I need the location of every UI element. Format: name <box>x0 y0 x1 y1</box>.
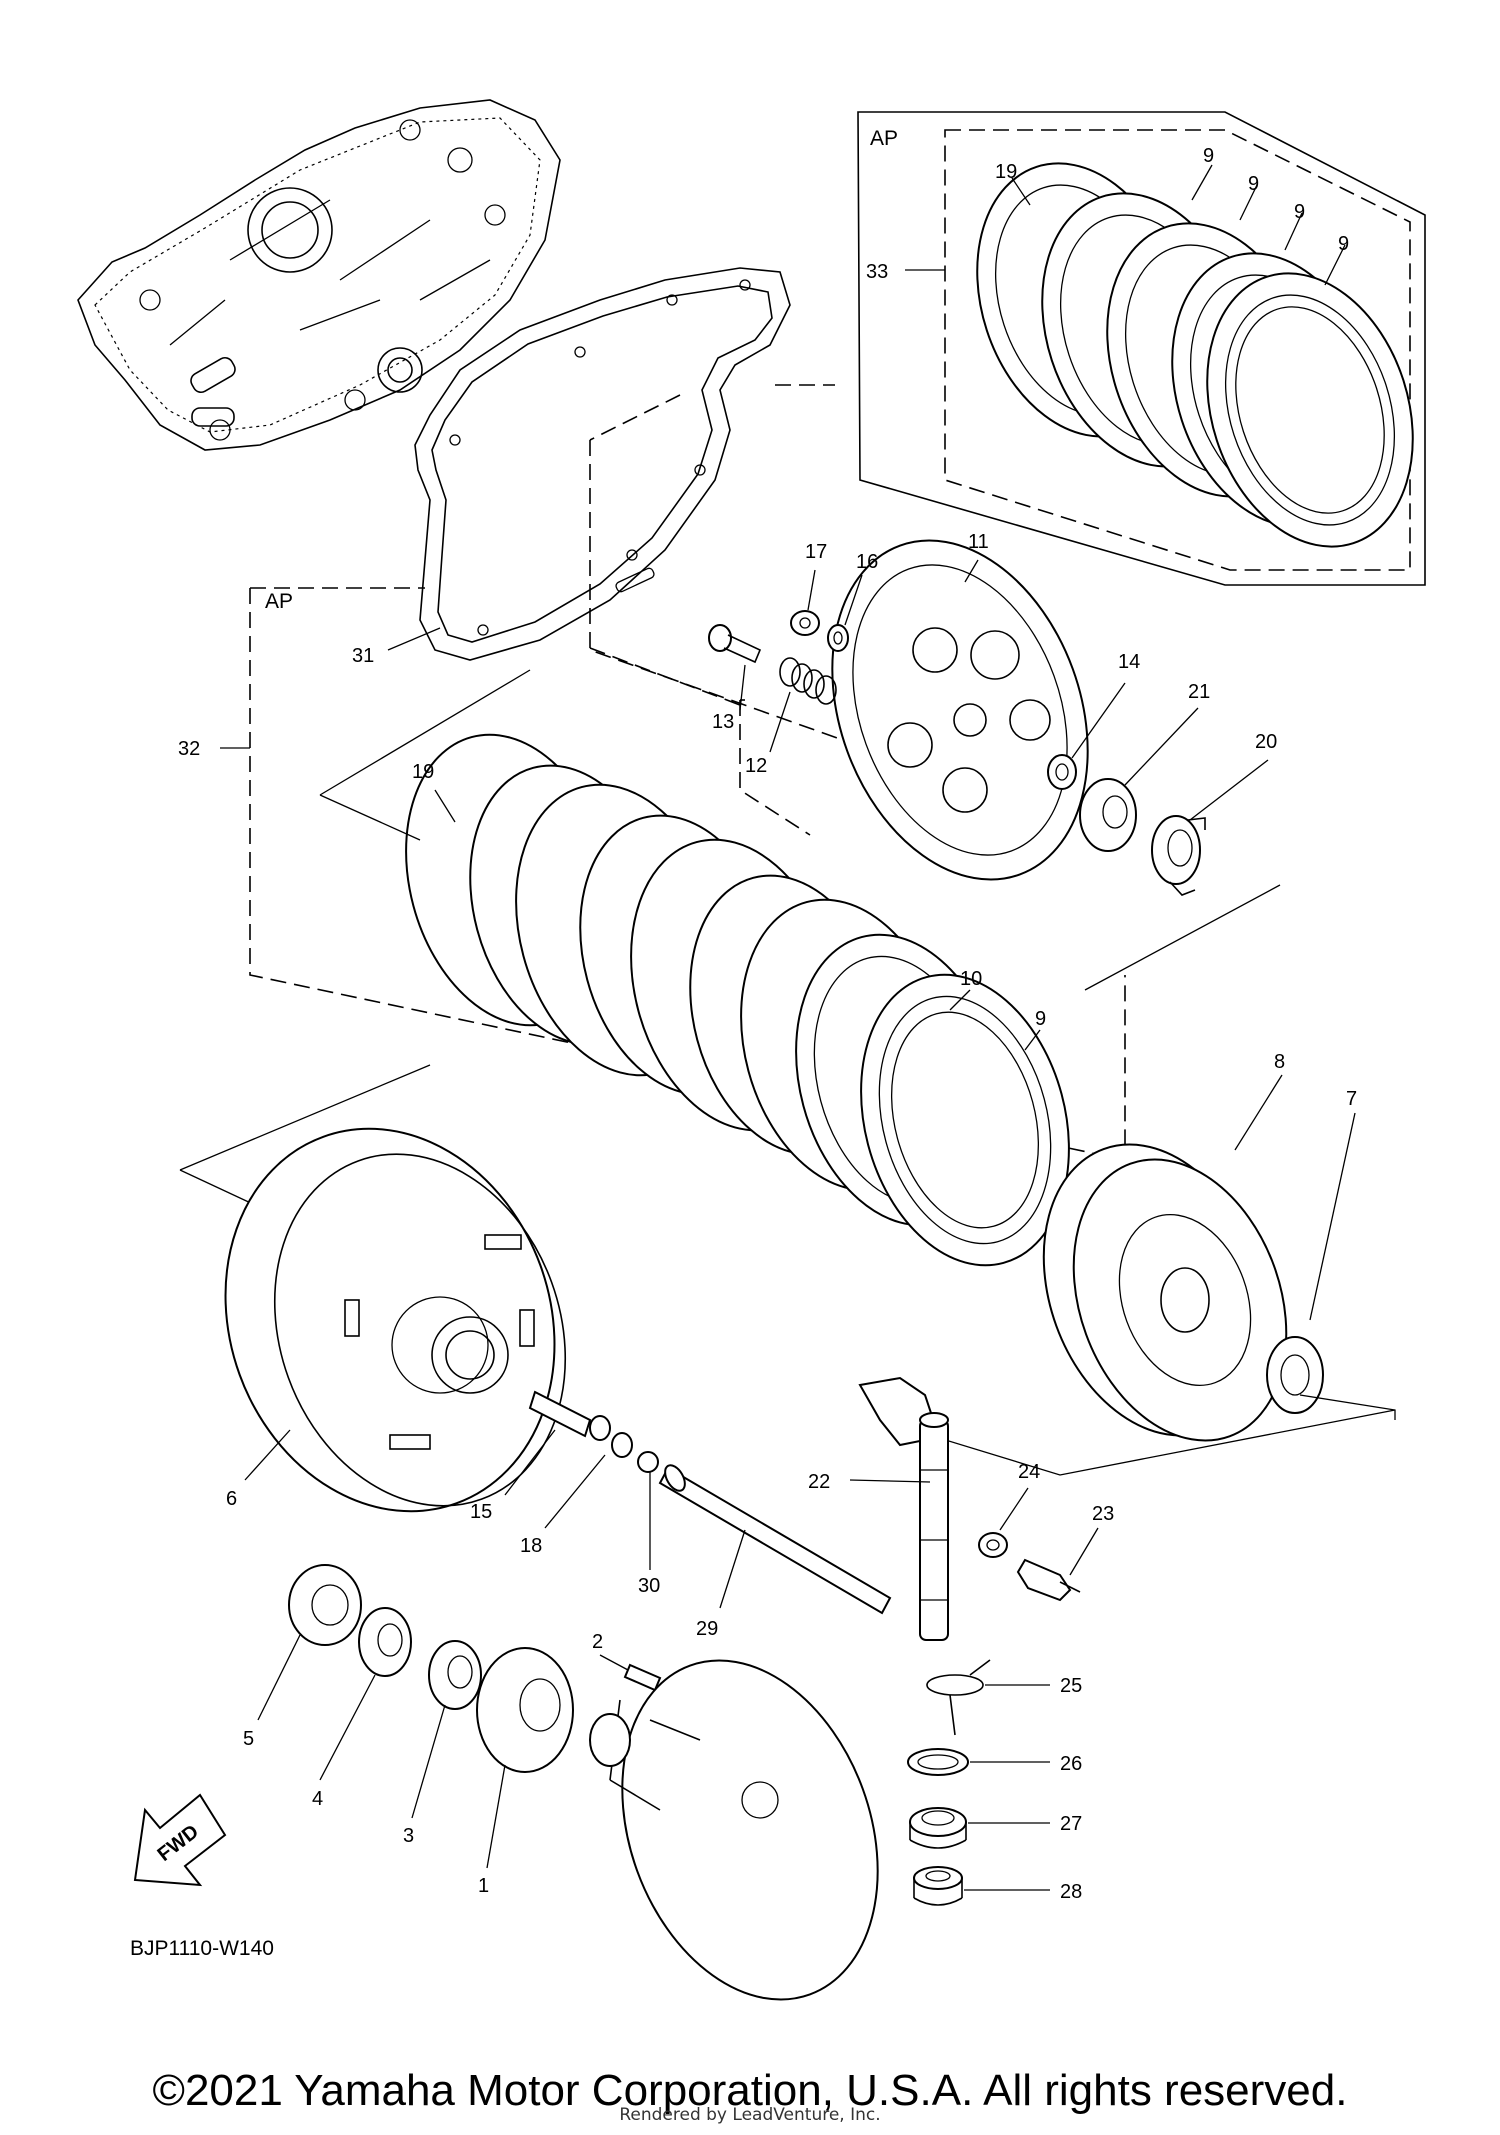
callout-4: 4 <box>312 1788 323 1810</box>
spring-25 <box>926 1659 991 1736</box>
push-lever-shaft <box>858 1376 949 1641</box>
copyright-notice: ©2021 Yamaha Motor Corporation, U.S.A. A… <box>152 2066 1348 2115</box>
ap-box-right <box>857 111 1426 586</box>
ap-tag-right: AP <box>870 127 898 150</box>
callout-7: 7 <box>1346 1088 1357 1110</box>
callout-5: 5 <box>243 1728 254 1750</box>
callout-11: 11 <box>968 531 989 553</box>
ap-box-left <box>249 384 1126 1161</box>
callout-28: 28 <box>1060 1881 1082 1903</box>
crankcase-cover <box>77 99 561 451</box>
callout-25: 25 <box>1060 1675 1082 1697</box>
fwd-arrow-icon: FWD <box>133 1793 227 1887</box>
callout-19b: 19 <box>995 161 1017 183</box>
key-2 <box>623 1663 662 1692</box>
callout-9d: 9 <box>1294 201 1305 223</box>
push-rod-15 <box>528 1390 611 1441</box>
callout-3: 3 <box>403 1825 414 1847</box>
ball-30 <box>637 1451 659 1473</box>
callout-1: 1 <box>478 1875 489 1897</box>
rendered-by-notice: Rendered by LeadVenture, Inc. <box>619 2105 881 2125</box>
callout-15: 15 <box>470 1501 492 1523</box>
callout-30: 30 <box>638 1575 660 1597</box>
callout-21: 21 <box>1188 681 1210 703</box>
callouts: 1 2 3 4 5 6 7 8 9 10 11 12 13 14 15 16 1… <box>178 127 1357 1903</box>
spring-bolt <box>708 624 762 664</box>
push-rod-29 <box>658 1464 892 1615</box>
callout-32: 32 <box>178 738 200 760</box>
plates-bracket <box>319 669 1281 991</box>
bolt-23 <box>1016 1558 1081 1602</box>
clutch-spring <box>779 657 837 705</box>
callout-33: 33 <box>866 261 888 283</box>
callout-9b: 9 <box>1203 145 1214 167</box>
cover-gasket <box>414 267 791 661</box>
ball-18 <box>611 1432 633 1458</box>
lock-washer-20 <box>1151 815 1206 896</box>
drawing-code: BJP1110-W140 <box>130 1937 274 1960</box>
circlip-7 <box>1266 1336 1396 1420</box>
callout-2: 2 <box>592 1631 603 1653</box>
clutch-housing <box>179 1064 567 1513</box>
callout-18: 18 <box>520 1535 542 1557</box>
callout-14: 14 <box>1118 651 1140 673</box>
callout-8: 8 <box>1274 1051 1285 1073</box>
leader-lines <box>220 164 1356 1891</box>
callout-9a: 9 <box>1035 1008 1046 1030</box>
washer-16 <box>827 624 849 652</box>
washer-24 <box>978 1532 1008 1558</box>
oil-seal-27 <box>909 1807 967 1849</box>
bearing-28 <box>913 1866 963 1906</box>
callout-12: 12 <box>745 755 767 777</box>
callout-23: 23 <box>1092 1503 1114 1525</box>
circlip-26 <box>907 1748 969 1776</box>
washer-14 <box>1047 754 1077 790</box>
crankshaft-flywheel <box>589 1659 879 2001</box>
nut-21 <box>1079 778 1137 852</box>
callout-19a: 19 <box>412 761 434 783</box>
callout-20: 20 <box>1255 731 1277 753</box>
callout-26: 26 <box>1060 1753 1082 1775</box>
gear-1 <box>476 1647 574 1773</box>
primary-driven-gear <box>1042 1143 1288 1442</box>
callout-24: 24 <box>1018 1461 1040 1483</box>
callout-27: 27 <box>1060 1813 1082 1835</box>
nut-17 <box>790 610 820 636</box>
ap-tag-left: AP <box>265 590 293 613</box>
callout-6: 6 <box>226 1488 237 1510</box>
callout-9c: 9 <box>1248 173 1259 195</box>
right-clutch-plates <box>976 162 1414 548</box>
callout-31: 31 <box>352 645 374 667</box>
callout-17: 17 <box>805 541 827 563</box>
circlip-3 <box>428 1640 482 1710</box>
callout-13: 13 <box>712 711 734 733</box>
callout-16: 16 <box>856 551 878 573</box>
callout-29: 29 <box>696 1618 718 1640</box>
callout-9e: 9 <box>1338 233 1349 255</box>
callout-10: 10 <box>960 968 982 990</box>
callout-22: 22 <box>808 1471 830 1493</box>
lock-washer-4 <box>358 1607 412 1677</box>
thrust-washer-5 <box>288 1564 362 1646</box>
left-clutch-plates <box>405 733 1070 1267</box>
pressure-plate <box>831 539 1089 881</box>
